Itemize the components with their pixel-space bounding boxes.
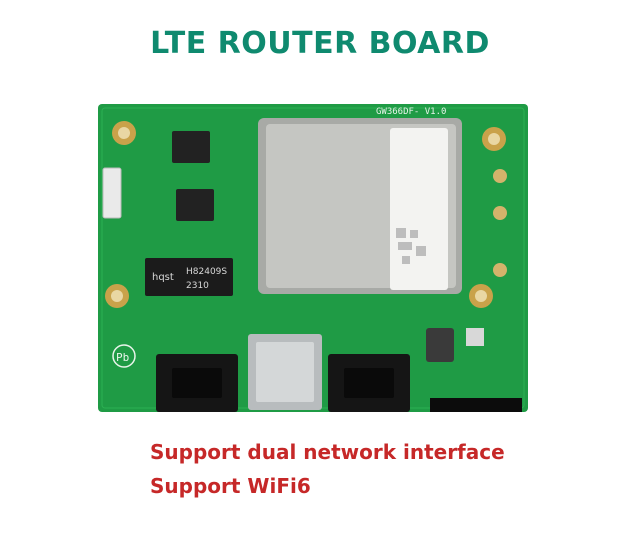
side-connector bbox=[102, 167, 122, 219]
lte-module bbox=[258, 118, 462, 294]
svg-text:hqst: hqst bbox=[152, 272, 174, 283]
ic-chip-2 bbox=[176, 189, 214, 221]
svg-text:Pb: Pb bbox=[116, 351, 129, 364]
feature-wifi6: Support WiFi6 bbox=[150, 474, 311, 498]
edge-connector bbox=[430, 398, 522, 412]
board-label: GW366DF- V1.0 bbox=[376, 107, 446, 117]
inductor bbox=[426, 328, 454, 362]
ic-chip-1 bbox=[172, 131, 210, 163]
page-title: LTE ROUTER BOARD bbox=[150, 26, 490, 61]
mounting-holes bbox=[105, 121, 506, 308]
ethernet-port-right bbox=[328, 354, 410, 412]
svg-text:2310: 2310 bbox=[186, 281, 209, 291]
svg-text:H82409S: H82409S bbox=[186, 267, 227, 277]
pb-mark bbox=[112, 344, 136, 368]
sim-slot bbox=[248, 334, 322, 410]
feature-dual-network: Support dual network interface bbox=[150, 440, 505, 464]
ethernet-port-left bbox=[156, 354, 238, 412]
ethernet-transformer: hqst H82409S 2310 bbox=[145, 258, 233, 296]
antenna-connectors bbox=[493, 169, 507, 277]
